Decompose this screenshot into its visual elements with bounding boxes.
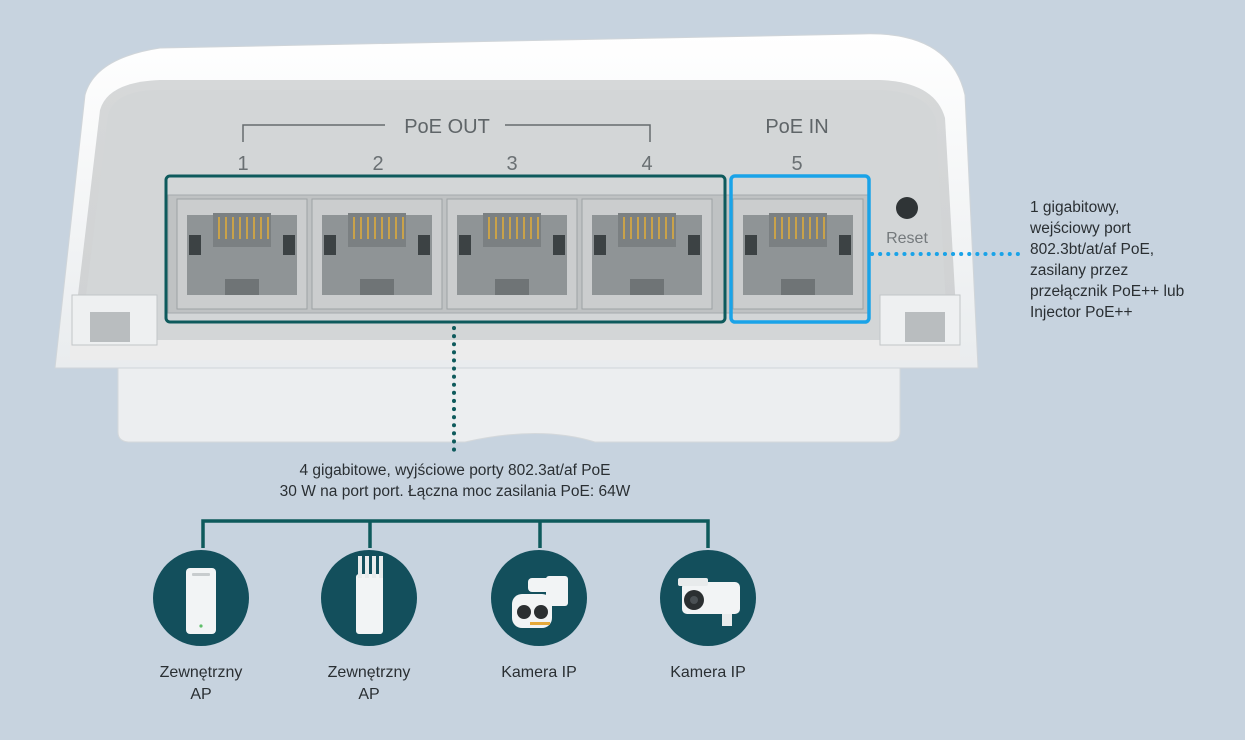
poe-out-highlight [164,174,727,324]
ptz-camera-icon [491,550,587,646]
port-number-1: 1 [237,153,248,175]
rj45-port-2 [311,198,443,310]
device-tree-line [201,519,710,548]
poe-out-description: 4 gigabitowe, wyjściowe porty 802.3at/af… [230,460,680,502]
poe-in-line-6: Injector PoE++ [1030,304,1133,321]
poe-out-line-2: 30 W na port port. Łączna moc zasilania … [279,483,631,500]
outdoor-ap-antenna-icon [321,550,417,646]
poe-in-label: PoE IN [765,116,828,138]
reset-hole-icon [896,197,918,219]
port-number-4: 4 [641,153,652,175]
poe-in-line-1: 1 gigabitowy, [1030,199,1120,216]
poe-out-line-1: 4 gigabitowe, wyjściowe porty 802.3at/af… [299,462,611,479]
device-label-2: Zewnętrzny AP [327,664,411,703]
device-label-3: Kamera IP [501,664,577,681]
rj45-port-1 [176,198,308,310]
device-label-1: Zewnętrzny AP [159,664,243,703]
poe-in-line-5: przełącznik PoE++ lub [1030,283,1185,300]
reset-label: Reset [886,230,928,247]
port-number-3: 3 [506,153,517,175]
rj45-port-3 [446,198,578,310]
device-label-4: Kamera IP [670,664,746,681]
poe-in-description: 1 gigabitowy, wejściowy port 802.3bt/at/… [1030,197,1240,323]
outdoor-ap-icon [153,550,249,646]
poe-out-label: PoE OUT [404,116,490,138]
port-number-2: 2 [372,153,383,175]
poe-in-line-3: 802.3bt/at/af PoE, [1030,241,1155,258]
port-number-5: 5 [791,153,802,175]
poe-in-highlight [729,174,871,324]
poe-in-line-4: zasilany przez [1030,262,1129,279]
bullet-camera-icon [660,550,756,646]
rj45-port-4 [581,198,713,310]
poe-in-line-2: wejściowy port [1030,220,1131,237]
rj45-port-5 [732,198,864,310]
